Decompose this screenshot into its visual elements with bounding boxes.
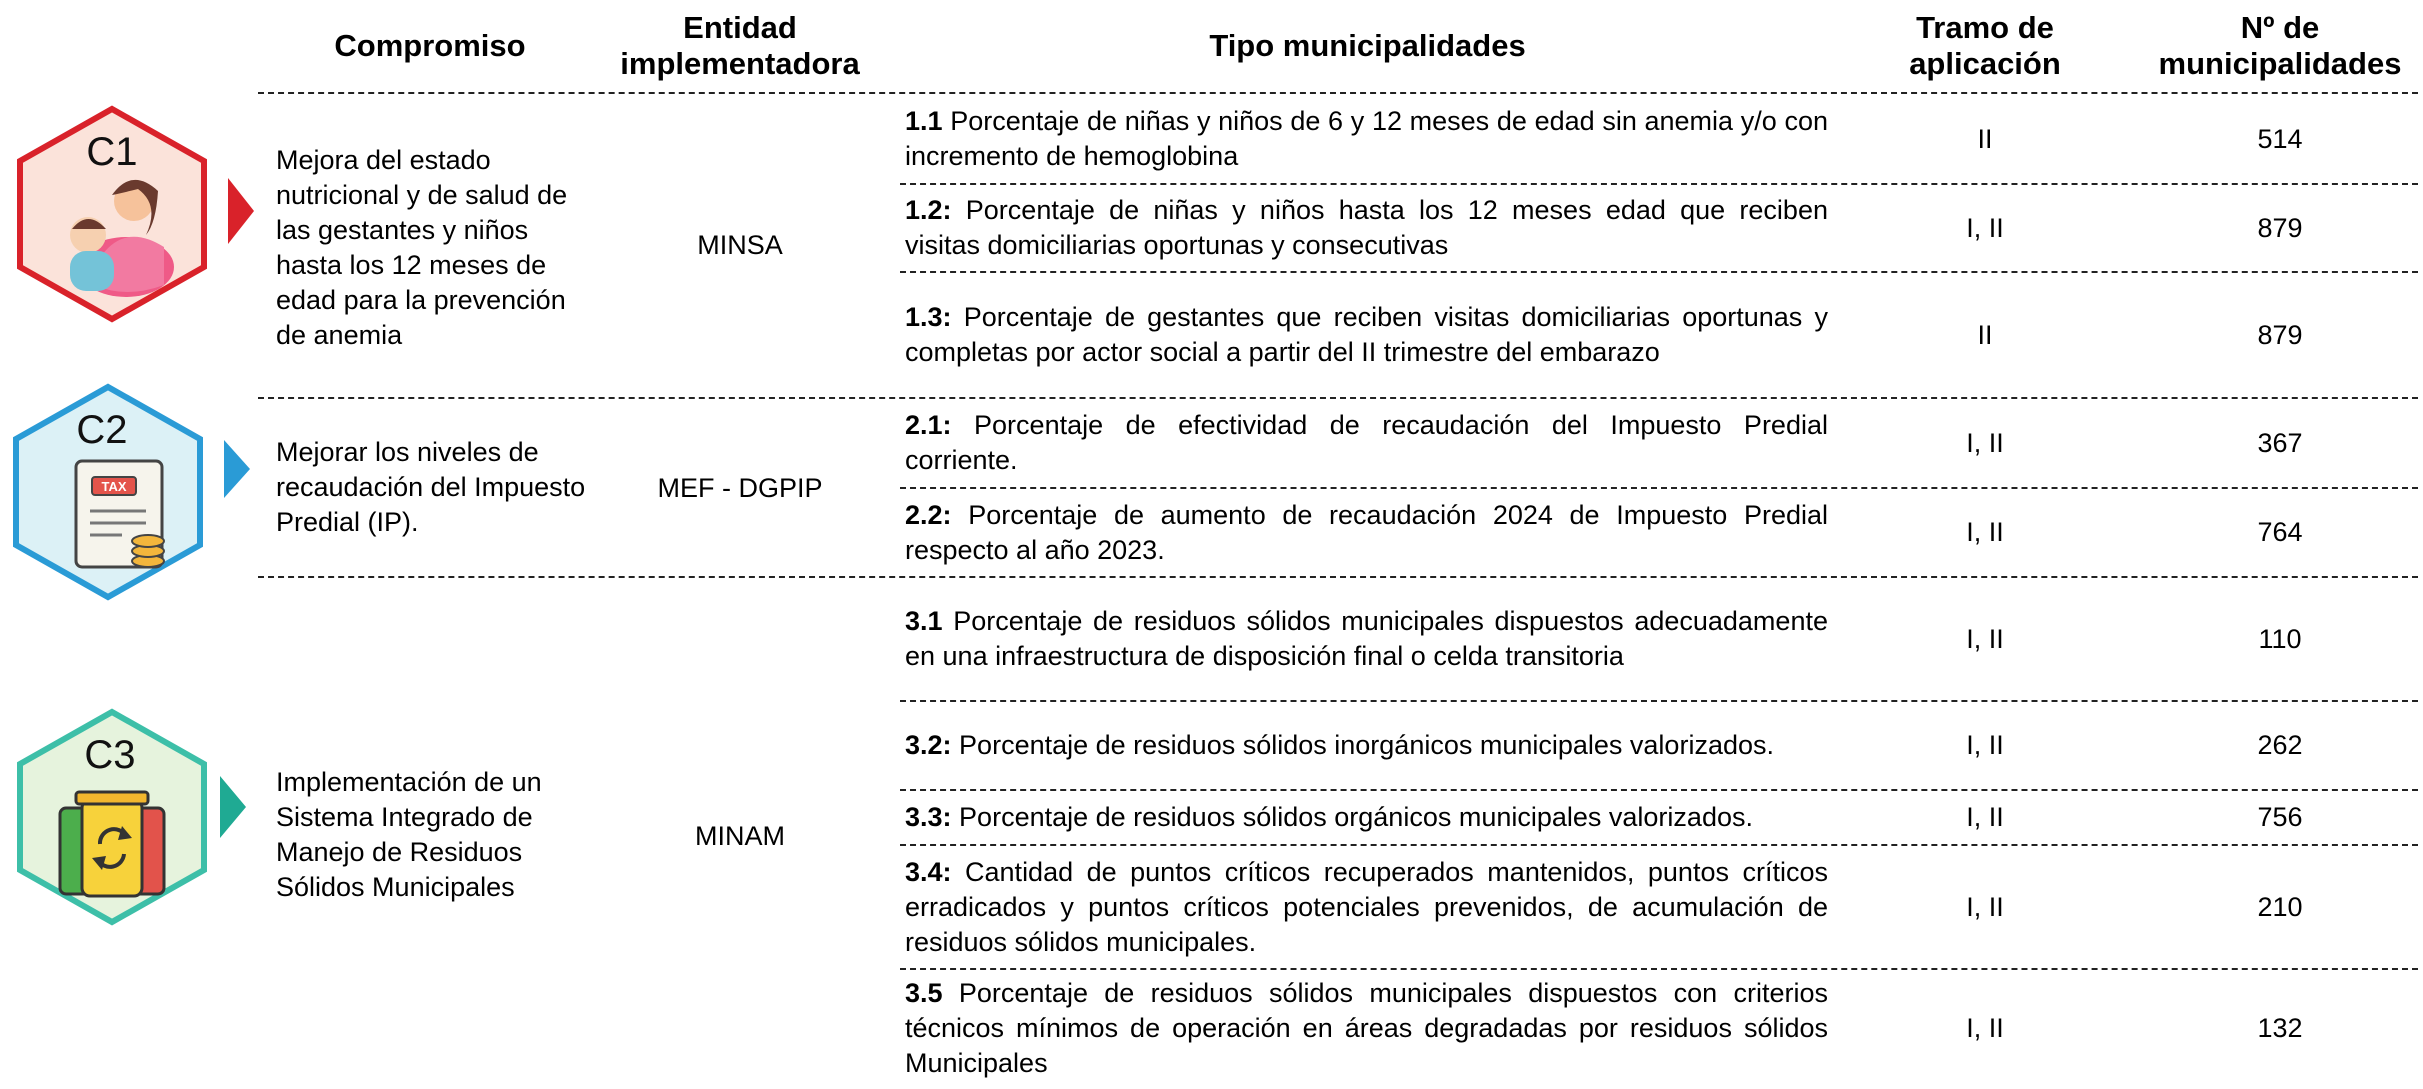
c1-badge: C1 (17, 105, 207, 323)
c2-code: C2 (76, 408, 127, 452)
compromiso-c2: Mejorar los niveles de recaudación del I… (276, 437, 586, 537)
indicator-row: 1.2: Porcentaje de niñas y niños hasta l… (905, 185, 1828, 271)
indicator-number: 3.1 (905, 606, 943, 636)
indicator-row: 3.3: Porcentaje de residuos sólidos orgá… (905, 791, 1828, 844)
tramo-cell: II (1977, 319, 1993, 350)
indicator-row: 3.2: Porcentaje de residuos sólidos inor… (905, 702, 1828, 789)
tramo-cell: I, II (1966, 730, 2004, 760)
indicator-number: 2.1: (905, 410, 952, 440)
header-compromiso: Compromiso (334, 28, 526, 63)
indicator-text: Porcentaje de residuos sólidos municipal… (905, 606, 1828, 671)
entidad-c3: MINAM (695, 820, 785, 851)
count-cell: 764 (2257, 517, 2303, 547)
count-cell: 879 (2257, 212, 2303, 243)
c3-code: C3 (84, 733, 135, 777)
group-divider (258, 397, 2418, 399)
count-cell: 514 (2257, 123, 2303, 154)
c2-badge: C2 TAX (13, 383, 203, 601)
indicator-text: Porcentaje de niñas y niños de 6 y 12 me… (905, 106, 1828, 171)
tramo-cell: I, II (1966, 1012, 2004, 1043)
indicator-number: 3.5 (905, 977, 943, 1008)
header-numero: Nº de municipalidades (2158, 10, 2402, 81)
count-cell: 756 (2257, 802, 2303, 832)
indicator-row: 1.1 Porcentaje de niñas y niños de 6 y 1… (905, 95, 1828, 183)
indicator-row: 3.1 Porcentaje de residuos sólidos munic… (905, 578, 1828, 700)
indicator-text: Porcentaje de residuos sólidos municipal… (905, 977, 1828, 1078)
group-divider (258, 92, 2418, 94)
recycling-bins-icon (58, 790, 166, 898)
row-divider (900, 700, 2418, 702)
header-tramo: Tramo de aplicación (1909, 10, 2061, 81)
indicator-text: Porcentaje de gestantes que reciben visi… (905, 302, 1828, 367)
indicator-number: 1.1 (905, 106, 943, 136)
row-divider (900, 844, 2418, 846)
group-divider (258, 576, 2418, 578)
row-divider (900, 968, 2418, 970)
count-cell: 110 (2258, 623, 2302, 654)
header-tipo: Tipo municipalidades (1209, 28, 1526, 63)
indicator-row: 2.1: Porcentaje de efectividad de recaud… (905, 399, 1828, 487)
tramo-cell: II (1977, 123, 1993, 154)
entidad-c2: MEF - DGPIP (657, 472, 823, 503)
indicator-number: 2.2: (905, 499, 952, 530)
indicator-row: 3.4: Cantidad de puntos críticos recuper… (905, 846, 1828, 968)
tax-document-icon: TAX (74, 459, 165, 569)
count-cell: 879 (2257, 319, 2303, 350)
tramo-cell: I, II (1966, 517, 2004, 547)
c2-arrow (224, 440, 250, 498)
indicator-row: 3.5 Porcentaje de residuos sólidos munic… (905, 970, 1828, 1086)
indicator-text: Porcentaje de residuos sólidos inorgánic… (959, 730, 1774, 760)
count-cell: 132 (2257, 1012, 2303, 1043)
row-divider (900, 271, 2418, 273)
mother-and-baby-icon (70, 179, 174, 297)
tramo-cell: I, II (1966, 212, 2004, 243)
count-cell: 367 (2257, 427, 2303, 458)
tramo-cell: I, II (1966, 427, 2004, 458)
count-cell: 210 (2257, 891, 2303, 922)
indicator-text: Porcentaje de niñas y niños hasta los 12… (905, 195, 1828, 260)
count-cell: 262 (2257, 730, 2303, 760)
tramo-cell: I, II (1966, 623, 2004, 654)
tramo-cell: I, II (1966, 802, 2004, 832)
c3-arrow (220, 776, 246, 838)
c3-badge: C3 (17, 708, 207, 926)
indicator-text: Cantidad de puntos críticos recuperados … (905, 856, 1828, 957)
compromiso-c1: Mejora del estado nutricional y de salud… (276, 144, 568, 350)
indicator-row: 1.3: Porcentaje de gestantes que reciben… (905, 273, 1828, 397)
indicator-number: 3.2: (905, 730, 952, 760)
compromiso-c3: Implementación de un Sistema Integrado d… (276, 767, 542, 902)
indicator-number: 3.4: (905, 856, 952, 887)
tramo-cell: I, II (1966, 891, 2004, 922)
header-entidad: Entidad implementadora (620, 10, 860, 81)
indicator-number: 3.3: (905, 802, 952, 832)
indicator-number: 1.3: (905, 302, 952, 332)
c1-code: C1 (86, 130, 137, 174)
indicator-text: Porcentaje de residuos sólidos orgánicos… (959, 802, 1753, 832)
indicator-text: Porcentaje de aumento de recaudación 202… (905, 499, 1828, 565)
indicator-number: 1.2: (905, 195, 952, 225)
entidad-c1: MINSA (697, 229, 783, 260)
svg-text:TAX: TAX (101, 479, 126, 494)
row-divider (900, 183, 2418, 185)
row-divider (900, 487, 2418, 489)
indicator-row: 2.2: Porcentaje de aumento de recaudació… (905, 489, 1828, 576)
c1-arrow (228, 178, 254, 244)
indicator-text: Porcentaje de efectividad de recaudación… (905, 410, 1828, 475)
row-divider (900, 789, 2418, 791)
